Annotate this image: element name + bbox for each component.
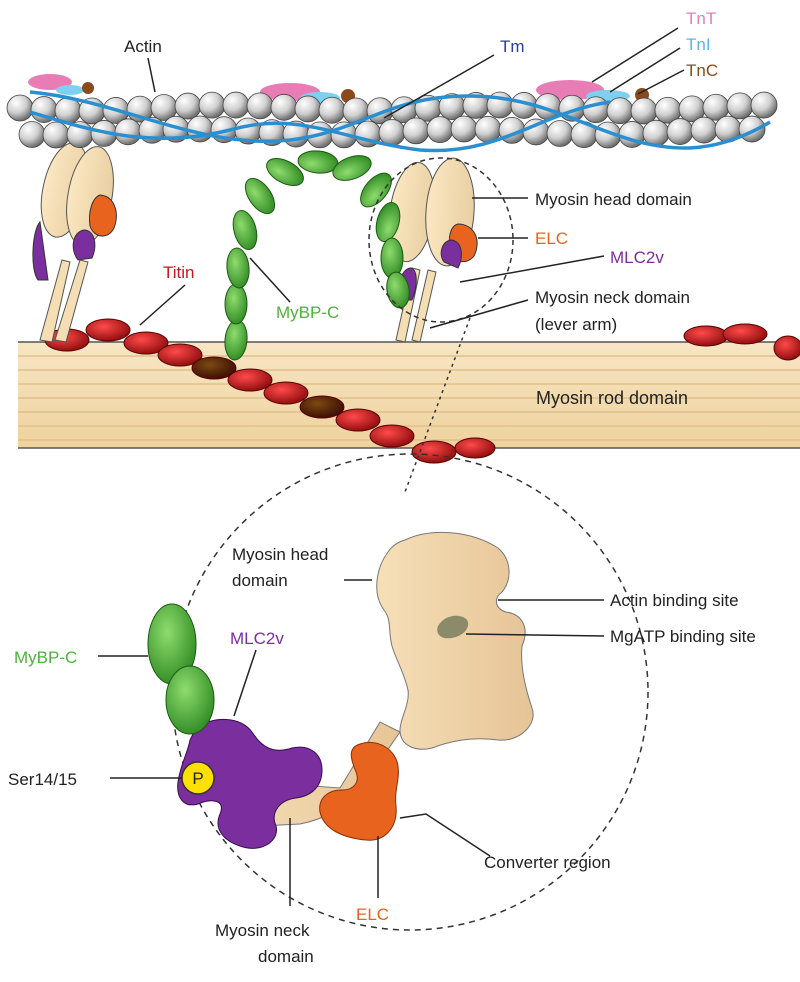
inset-label-ser: Ser14/15	[8, 770, 77, 789]
myosin-heads-left	[32, 142, 117, 343]
label-titin: Titin	[163, 263, 195, 282]
tropomyosin	[29, 90, 771, 153]
actin-monomer	[294, 95, 322, 123]
actin-filament	[6, 91, 778, 149]
label-actin: Actin	[124, 37, 162, 56]
inset-label-myosin-neck-1: Myosin neck	[215, 921, 310, 940]
actin-monomer	[318, 96, 346, 124]
actin-monomer	[666, 118, 694, 145]
label-myosin-rod-domain: Myosin rod domain	[536, 388, 688, 408]
actin-monomer	[402, 117, 430, 145]
zoom-circle	[368, 157, 514, 323]
inset-mlc2v	[177, 718, 323, 849]
label-tni: TnI	[686, 35, 711, 54]
mybpc-chain	[224, 150, 410, 361]
label-lever-arm: (lever arm)	[535, 315, 617, 334]
actin-monomer	[726, 92, 754, 120]
inset-label-myosin-head-2: domain	[232, 571, 288, 590]
label-mybpc: MyBP-C	[276, 303, 339, 322]
actin-monomer	[750, 91, 778, 119]
inset-label-converter-region: Converter region	[484, 853, 611, 872]
label-p: P	[192, 769, 203, 788]
actin-monomer	[546, 120, 574, 147]
inset-elc	[319, 742, 399, 841]
mgatp-binding-site	[437, 615, 469, 639]
label-myosin-head-domain: Myosin head domain	[535, 190, 692, 209]
actin-monomer	[174, 92, 202, 120]
inset-label-actin-binding-site: Actin binding site	[610, 591, 739, 610]
actin-monomer	[270, 93, 298, 121]
actin-monomer	[606, 97, 634, 125]
troponin-left	[28, 74, 94, 95]
inset-label-myosin-neck-2: domain	[258, 947, 314, 966]
actin-monomer	[630, 97, 658, 125]
inset-label-mybpc: MyBP-C	[14, 648, 77, 667]
inset-label-myosin-head-1: Myosin head	[232, 545, 328, 564]
label-mlc2v: MLC2v	[610, 248, 664, 267]
actin-monomer	[198, 91, 226, 119]
inset-label-mgatp-binding-site: MgATP binding site	[610, 627, 756, 646]
actin-monomer	[222, 91, 250, 119]
actin-monomer	[378, 119, 406, 146]
actin-monomer	[582, 96, 610, 124]
actin-monomer	[114, 118, 142, 146]
inset-circle	[171, 453, 649, 931]
label-myosin-neck-domain: Myosin neck domain	[535, 288, 690, 307]
inset-mybpc-c0	[165, 665, 215, 735]
actin-monomer	[690, 116, 718, 144]
actin-monomer	[426, 116, 454, 144]
label-elc: ELC	[535, 229, 568, 248]
actin-monomer	[246, 92, 274, 120]
actin-monomer	[42, 121, 70, 149]
myosin-heads-right	[388, 157, 478, 343]
inset-label-elc: ELC	[356, 905, 389, 924]
label-tnc: TnC	[686, 61, 718, 80]
actin-monomer	[18, 121, 46, 148]
inset-label-mlc2v: MLC2v	[230, 629, 284, 648]
actin-monomer	[738, 115, 766, 143]
inset-myosin-head	[376, 532, 534, 750]
titin	[44, 318, 800, 464]
label-tnt: TnT	[686, 9, 716, 28]
zoom-connector	[404, 317, 471, 493]
label-tm: Tm	[500, 37, 525, 56]
actin-monomer	[450, 115, 478, 143]
actin-monomer	[6, 94, 34, 122]
